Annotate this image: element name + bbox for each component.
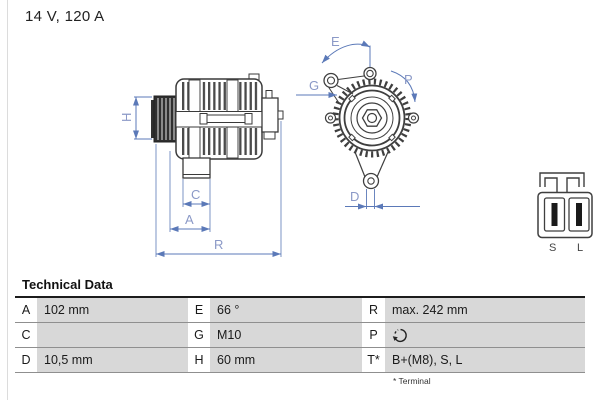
terminal-pin-l xyxy=(576,203,582,226)
spec-key-h: H xyxy=(188,348,210,372)
mounting-lug-side xyxy=(182,157,211,179)
connector-plug-drawing: S L xyxy=(537,172,593,254)
side-view-drawing: H C A R xyxy=(119,73,284,257)
technical-data-table: A 102 mm E 66 ° R max. 242 mm C G M10 P … xyxy=(15,296,585,373)
terminal-label-l: L xyxy=(577,242,583,254)
side-view-dimension-labels: H C A R xyxy=(119,113,223,252)
spec-value-t: B+(M8), S, L xyxy=(385,348,585,372)
dimension-label-d: D xyxy=(350,189,359,204)
spec-key-c: C xyxy=(15,323,37,347)
terminal-footnote: * Terminal xyxy=(393,376,431,386)
table-row: D 10,5 mm H 60 mm T* B+(M8), S, L xyxy=(15,348,585,373)
technical-data-section: Technical Data A 102 mm E 66 ° R max. 24… xyxy=(15,277,585,386)
spec-key-g: G xyxy=(188,323,210,347)
dimension-label-a: A xyxy=(185,212,194,227)
spec-value-a: 102 mm xyxy=(37,298,188,322)
dimension-label-p: P xyxy=(404,72,413,87)
spec-key-d: D xyxy=(15,348,37,372)
terminal-label-s: S xyxy=(549,242,556,254)
dimension-label-e: E xyxy=(331,34,340,49)
regulator-block xyxy=(261,90,284,140)
front-view-dimensions xyxy=(296,40,420,210)
technical-data-title: Technical Data xyxy=(22,277,113,292)
alternator-technical-drawing: H C A R xyxy=(119,34,593,257)
side-view-dimensions xyxy=(133,96,282,257)
spec-value-g: M10 xyxy=(210,323,362,347)
table-row: A 102 mm E 66 ° R max. 242 mm xyxy=(15,298,585,323)
terminal-pin-s xyxy=(551,203,558,226)
product-rating-label: 14 V, 120 A xyxy=(25,8,105,25)
pulley xyxy=(151,95,177,143)
spec-key-p: P xyxy=(362,323,385,347)
spec-value-h: 60 mm xyxy=(210,348,362,372)
spec-value-r: max. 242 mm xyxy=(385,298,585,322)
page-left-border xyxy=(7,0,8,400)
table-row: C G M10 P xyxy=(15,323,585,348)
spec-key-a: A xyxy=(15,298,37,322)
dimension-label-c: C xyxy=(191,187,200,202)
alternator-body-front xyxy=(323,66,420,190)
dimension-label-g: G xyxy=(309,78,319,93)
spec-value-e: 66 ° xyxy=(210,298,362,322)
dimension-label-h: H xyxy=(119,113,134,122)
spec-value-c xyxy=(37,323,188,347)
front-view-dimension-labels: E G P D xyxy=(309,34,413,204)
spec-key-r: R xyxy=(362,298,385,322)
spec-key-t: T* xyxy=(362,348,385,372)
front-view-drawing: E G P D xyxy=(296,34,420,210)
spec-value-d: 10,5 mm xyxy=(37,348,188,372)
spec-value-p xyxy=(385,323,585,347)
spec-key-e: E xyxy=(188,298,210,322)
alternator-body-side xyxy=(175,73,263,160)
rotation-direction-icon xyxy=(392,328,407,342)
dimension-label-r: R xyxy=(214,237,223,252)
